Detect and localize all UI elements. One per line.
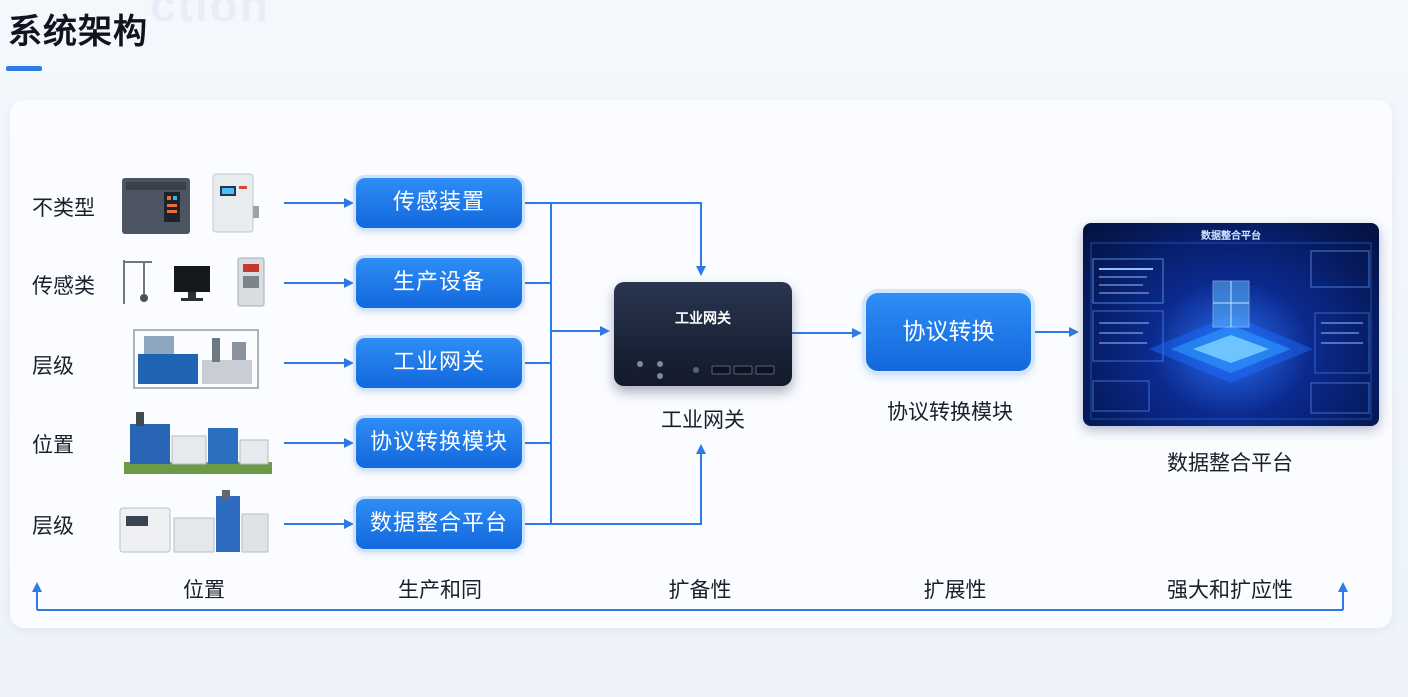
background-watermark-text: ction bbox=[150, 0, 270, 31]
industrial-machine-image-3 bbox=[119, 490, 269, 553]
protocol-conversion-box[interactable]: 协议转换 bbox=[866, 293, 1031, 371]
gateway-ports-icon bbox=[637, 361, 775, 379]
gateway-caption: 工业网关 bbox=[661, 408, 745, 432]
platform-dashboard-graphic bbox=[1090, 242, 1372, 420]
industrial-machine-image-1 bbox=[133, 329, 259, 389]
bottom-label-2: 生产和同 bbox=[398, 578, 482, 602]
pill-production-equipment[interactable]: 生产设备 bbox=[356, 258, 522, 308]
bottom-label-3: 扩备性 bbox=[668, 578, 732, 602]
row-label-1: 不类型 bbox=[32, 196, 95, 220]
bottom-route bbox=[551, 444, 706, 525]
pill-protocol-conversion-module[interactable]: 协议转换模块 bbox=[356, 418, 522, 468]
bottom-label-4: 扩展性 bbox=[923, 578, 987, 602]
industrial-machine-image-2 bbox=[124, 412, 272, 474]
gateway-device-label: 工业网关 bbox=[675, 311, 731, 327]
row-label-3: 层级 bbox=[32, 354, 74, 378]
platform-caption: 数据整合平台 bbox=[1167, 451, 1293, 475]
data-platform-screen[interactable]: 数据整合平台 bbox=[1083, 223, 1379, 426]
row-label-5: 层级 bbox=[32, 514, 74, 538]
row-label-4: 位置 bbox=[32, 433, 74, 457]
row-label-2: 传感类 bbox=[32, 274, 95, 298]
pill-industrial-gateway[interactable]: 工业网关 bbox=[356, 338, 522, 388]
bottom-label-1: 位置 bbox=[183, 578, 225, 602]
gateway-device[interactable]: 工业网关 bbox=[614, 282, 792, 386]
sensor-cabinet-image bbox=[122, 173, 259, 234]
top-route bbox=[551, 202, 706, 276]
title-underline bbox=[6, 66, 42, 71]
platform-screen-title: 数据整合平台 bbox=[1201, 231, 1261, 242]
bottom-label-5: 强大和扩应性 bbox=[1167, 578, 1293, 602]
production-devices-image bbox=[123, 257, 265, 307]
pill-sensor-device[interactable]: 传感装置 bbox=[356, 178, 522, 228]
protocol-caption: 协议转换模块 bbox=[887, 400, 1013, 424]
page-title: 系统架构 bbox=[8, 12, 148, 52]
pill-data-integration-platform[interactable]: 数据整合平台 bbox=[356, 499, 522, 549]
